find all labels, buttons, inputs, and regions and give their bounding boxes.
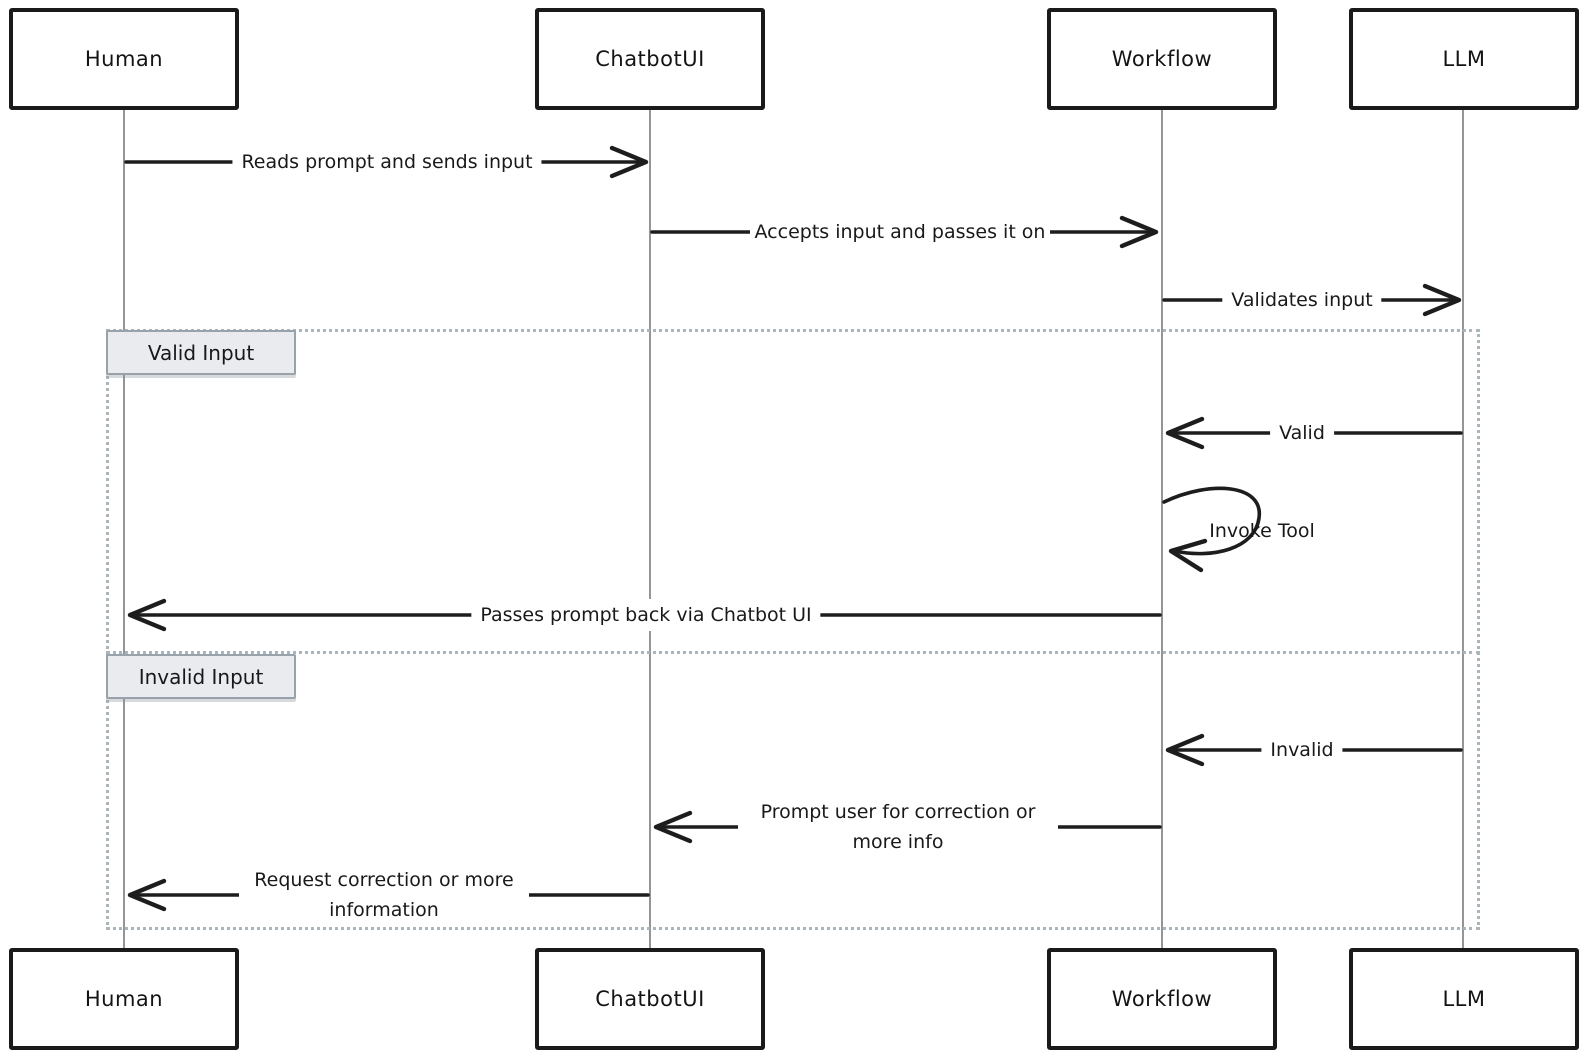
actor-box-human-top: Human bbox=[9, 8, 239, 110]
actor-label: ChatbotUI bbox=[595, 47, 705, 71]
arrow-invalid-head bbox=[1165, 733, 1205, 767]
arrow-passes-prompt-back-head bbox=[127, 598, 167, 632]
actor-label: Workflow bbox=[1111, 987, 1213, 1011]
actor-label: LLM bbox=[1442, 47, 1486, 71]
alt-frame bbox=[106, 329, 1480, 930]
message-label-invoke-tool: Invoke Tool bbox=[1209, 520, 1315, 542]
arrow-valid-head bbox=[1165, 416, 1205, 450]
frame-section-label-text: Invalid Input bbox=[138, 664, 264, 689]
actor-box-chatbotui-top: ChatbotUI bbox=[535, 8, 765, 110]
arrow-request-correction-head bbox=[127, 878, 167, 912]
message-label-validates-input: Validates input bbox=[1222, 284, 1382, 316]
alt-frame-divider bbox=[106, 651, 1480, 654]
actor-label: Human bbox=[84, 987, 164, 1011]
self-loop-invoke-tool-head bbox=[1168, 538, 1208, 573]
actor-box-workflow-bottom: Workflow bbox=[1047, 948, 1277, 1050]
message-label-valid: Valid bbox=[1270, 417, 1334, 449]
arrow-reads-prompt-head bbox=[609, 145, 649, 179]
message-label-prompt-user: Prompt user for correction or more info bbox=[738, 797, 1058, 857]
message-label-reads-prompt: Reads prompt and sends input bbox=[232, 146, 542, 178]
actor-label: LLM bbox=[1442, 987, 1486, 1011]
actor-label: ChatbotUI bbox=[595, 987, 705, 1011]
actor-box-llm-bottom: LLM bbox=[1349, 948, 1579, 1050]
frame-section-label-valid-input: Valid Input bbox=[106, 330, 296, 375]
arrow-accepts-input-head bbox=[1119, 215, 1159, 249]
actor-box-llm-top: LLM bbox=[1349, 8, 1579, 110]
actor-box-workflow-top: Workflow bbox=[1047, 8, 1277, 110]
arrow-validates-input-head bbox=[1422, 283, 1462, 317]
message-label-invalid: Invalid bbox=[1261, 734, 1343, 766]
message-label-passes-prompt-back: Passes prompt back via Chatbot UI bbox=[471, 599, 821, 631]
message-label-accepts-input: Accepts input and passes it on bbox=[750, 217, 1050, 247]
actor-label: Workflow bbox=[1111, 47, 1213, 71]
actor-label: Human bbox=[84, 47, 164, 71]
self-loop-invoke-tool bbox=[1162, 486, 1261, 556]
actor-box-human-bottom: Human bbox=[9, 948, 239, 1050]
message-label-request-correction: Request correction or more information bbox=[239, 865, 529, 925]
arrow-prompt-user-head bbox=[653, 810, 693, 844]
frame-section-label-text: Valid Input bbox=[147, 340, 255, 365]
actor-box-chatbotui-bottom: ChatbotUI bbox=[535, 948, 765, 1050]
frame-section-label-invalid-input: Invalid Input bbox=[106, 654, 296, 699]
